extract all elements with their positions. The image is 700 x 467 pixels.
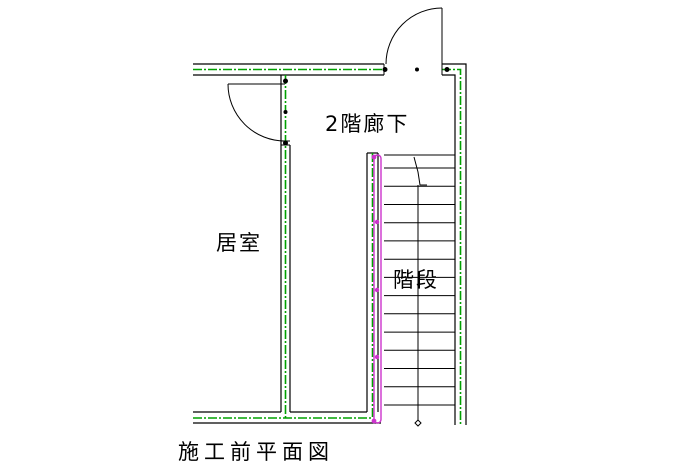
handrail-post (374, 219, 380, 225)
handrail-post (374, 287, 380, 293)
handrail-post (374, 354, 380, 360)
joint-dot (283, 110, 288, 114)
joint-dot (283, 140, 288, 146)
joints (283, 67, 450, 146)
walls (193, 63, 467, 425)
joint-dot (415, 67, 419, 72)
handrail (371, 154, 382, 424)
stair-arrow (413, 156, 427, 186)
door-top-swing (385, 7, 443, 65)
joint-dot (382, 67, 388, 72)
room-label-corridor: 2階廊下 (325, 112, 409, 136)
room-label-living-room: 居室 (216, 231, 262, 255)
drawing-caption: 施工前平面図 (178, 440, 334, 464)
stair-start-marker (414, 419, 422, 427)
room-label-stairs: 階段 (393, 268, 439, 292)
handrail-post (371, 154, 377, 160)
handrail-post (371, 418, 377, 424)
joint-dot (283, 78, 288, 84)
door-left-swing (227, 83, 286, 142)
stair-direction (413, 156, 427, 427)
centerline-top-right (442, 68, 462, 425)
handrail-bar (373, 154, 382, 424)
wall-top-right (442, 63, 467, 425)
joint-dot (444, 67, 450, 72)
wall-top-right-inner (442, 74, 456, 425)
stair-treads (384, 154, 455, 406)
